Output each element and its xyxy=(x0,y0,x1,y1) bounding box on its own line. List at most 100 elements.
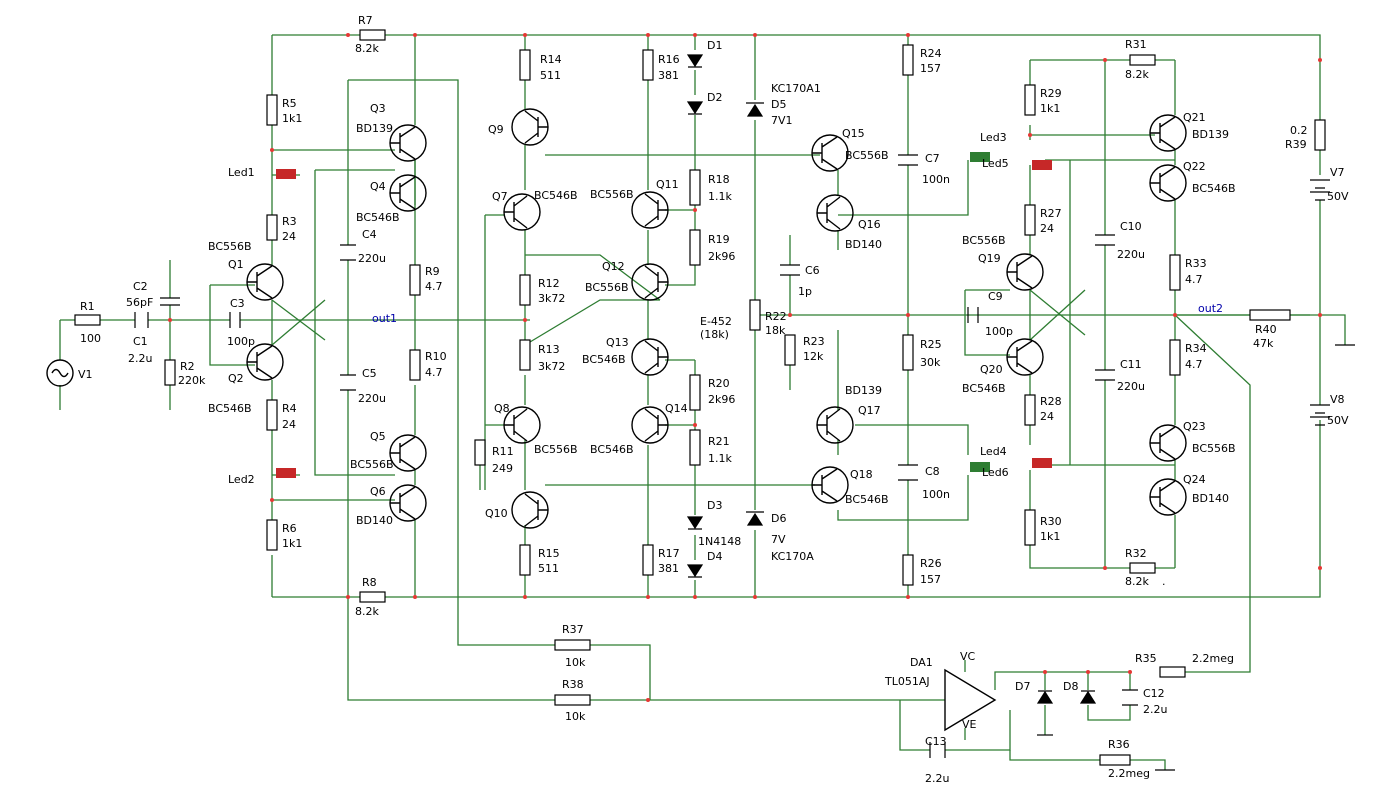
zener-D5 xyxy=(746,102,764,117)
resistor-R25 xyxy=(902,334,914,371)
label-R26: R26 xyxy=(920,557,942,570)
transistor-Q7 xyxy=(503,193,541,231)
label-R28v: 24 xyxy=(1040,410,1054,423)
label-Q21t: BD139 xyxy=(1192,128,1229,141)
label-R35: R35 xyxy=(1135,652,1157,665)
label-R34v: 4.7 xyxy=(1185,358,1203,371)
label-C5: C5 xyxy=(362,367,377,380)
label-Q1t: BC556B xyxy=(208,240,252,253)
transistor-Q12 xyxy=(631,263,669,301)
label-C4v: 220u xyxy=(358,252,386,265)
label-V1: V1 xyxy=(78,368,93,381)
capacitor-C11 xyxy=(1095,369,1115,381)
label-R5v: 1k1 xyxy=(282,112,302,125)
label-R38v: 10k xyxy=(565,710,586,723)
transistor-Q11 xyxy=(631,191,669,229)
label-V7v: 50V xyxy=(1327,190,1349,203)
transistor-Q20 xyxy=(1006,338,1044,376)
resistor-R19 xyxy=(689,229,701,266)
label-Q8: Q8 xyxy=(494,402,510,415)
label-Q24t: BD140 xyxy=(1192,492,1229,505)
label-R6: R6 xyxy=(282,522,297,535)
label-Q5: Q5 xyxy=(370,430,386,443)
diode-D7 xyxy=(1036,690,1054,704)
label-R19: R19 xyxy=(708,233,730,246)
label-R24v: 157 xyxy=(920,62,941,75)
transistor-Q5 xyxy=(389,434,427,472)
label-Q20: Q20 xyxy=(980,363,1003,376)
resistor-R37 xyxy=(554,639,591,651)
label-R20: R20 xyxy=(708,377,730,390)
capacitor-C9 xyxy=(967,307,979,323)
label-R19v: 2k96 xyxy=(708,250,735,263)
label-Q22t: BC546B xyxy=(1192,182,1236,195)
label-C13: C13 xyxy=(925,735,947,748)
label-R12: R12 xyxy=(538,277,560,290)
label-Led2: Led2 xyxy=(228,473,255,486)
label-D6t: KC170A xyxy=(771,550,814,563)
label-R38: R38 xyxy=(562,678,584,691)
label-D2: D2 xyxy=(707,91,722,104)
label-R5: R5 xyxy=(282,97,297,110)
label-R21: R21 xyxy=(708,435,730,448)
resistor-R3 xyxy=(266,214,278,241)
resistor-R17 xyxy=(642,544,654,576)
label-D1: D1 xyxy=(707,39,722,52)
resistor-R12 xyxy=(519,274,531,306)
resistor-R16 xyxy=(642,49,654,81)
label-Q12t: BC556B xyxy=(585,281,629,294)
label-Q14t: BC546B xyxy=(590,443,634,456)
label-E452v: (18k) xyxy=(700,328,729,341)
label-C1v: 2.2u xyxy=(128,352,152,365)
label-R31: R31 xyxy=(1125,38,1147,51)
capacitor-C5 xyxy=(340,374,356,391)
label-R30v: 1k1 xyxy=(1040,530,1060,543)
net-label-out2: out2 xyxy=(1198,302,1223,315)
label-D34t: 1N4148 xyxy=(698,535,741,548)
resistor-R24 xyxy=(902,44,914,76)
transistor-Q8 xyxy=(503,406,541,444)
resistor-R22 xyxy=(749,299,761,331)
label-V7: V7 xyxy=(1330,166,1345,179)
label-R8: R8 xyxy=(362,576,377,589)
label-R23v: 12k xyxy=(803,350,824,363)
label-C2: C2 xyxy=(133,280,148,293)
resistor-R5 xyxy=(266,94,278,126)
label-Q6: Q6 xyxy=(370,485,386,498)
label-R2: R2 xyxy=(180,360,195,373)
label-C9v: 100p xyxy=(985,325,1013,338)
label-DA1t: TL051AJ xyxy=(884,675,930,688)
leds xyxy=(276,152,1052,478)
resistor-R27 xyxy=(1024,204,1036,236)
led-Led4 xyxy=(1032,458,1052,468)
resistor-R26 xyxy=(902,554,914,586)
component-labels: R1 100 R2 220k R3 24 R4 24 R5 1k1 R6 1k1… xyxy=(78,14,1349,785)
resistor-R31 xyxy=(1129,54,1156,66)
junctions xyxy=(168,33,1322,702)
label-Q19t: BC556B xyxy=(962,234,1006,247)
capacitor-C12 xyxy=(1122,689,1138,706)
resistor-R21 xyxy=(689,429,701,466)
label-D5v: 7V1 xyxy=(771,114,793,127)
capacitors xyxy=(134,154,1138,758)
transistor-Q18 xyxy=(811,466,849,504)
label-C10: C10 xyxy=(1120,220,1142,233)
label-R11v: 249 xyxy=(492,462,513,475)
label-R34: R34 xyxy=(1185,342,1207,355)
transistor-Q4 xyxy=(389,174,427,212)
label-R32v: 8.2k xyxy=(1125,575,1149,588)
label-D3: D3 xyxy=(707,499,722,512)
label-C12v: 2.2u xyxy=(1143,703,1167,716)
label-Q14: Q14 xyxy=(665,402,688,415)
resistor-R2 xyxy=(164,359,176,386)
label-R17v: 381 xyxy=(658,562,679,575)
label-Q3: Q3 xyxy=(370,102,386,115)
label-C6v: 1p xyxy=(798,285,812,298)
capacitor-C7 xyxy=(898,154,918,166)
label-Q7t: BC546B xyxy=(534,189,578,202)
label-R28: R28 xyxy=(1040,395,1062,408)
label-C6: C6 xyxy=(805,264,820,277)
label-Q13: Q13 xyxy=(606,336,629,349)
capacitor-C10 xyxy=(1095,234,1115,246)
label-Q17t: BD139 xyxy=(845,384,882,397)
